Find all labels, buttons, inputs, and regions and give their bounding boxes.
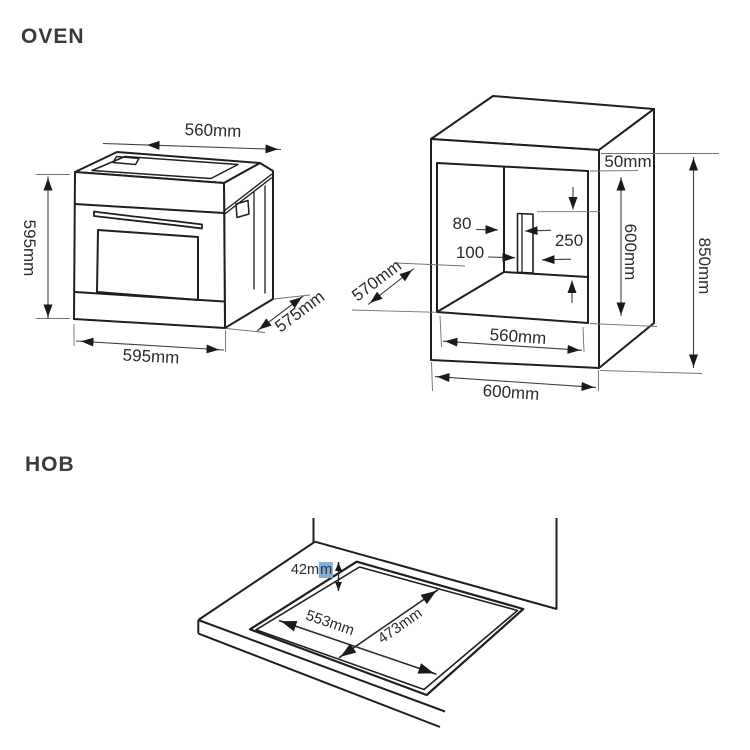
cabinet-overall-width-label: 600mm (482, 381, 540, 404)
cabinet-service-offset-label: 100 (455, 243, 485, 262)
hob-section-title: HOB (25, 453, 75, 476)
hob-worktop (197, 518, 558, 728)
cabinet-niche-height-label: 600mm (621, 223, 640, 281)
hob-dimensions (278, 562, 439, 676)
cabinet-service-gap-label: 80 (452, 214, 472, 233)
hob-rear-clearance-label: 42mm (290, 562, 334, 578)
cabinet-top-gap-label: 50mm (604, 152, 652, 171)
oven-isometric (73, 151, 274, 329)
cabinet-cutaway (430, 95, 655, 369)
hob-rear-clearance-text: 42m (290, 562, 320, 578)
oven-front-width-label: 595mm (122, 345, 180, 368)
hob-rear-clearance-highlight: m (319, 562, 334, 578)
oven-top-width-label: 560mm (184, 120, 242, 141)
oven-height-label: 595mm (20, 219, 39, 277)
cabinet-dimensions (351, 153, 719, 392)
oven-section-title: OVEN (21, 25, 85, 48)
cabinet-niche-width-label: 560mm (489, 325, 547, 348)
oven-dimensions (36, 140, 311, 354)
cabinet-service-height-label: 250 (554, 231, 584, 250)
cabinet-overall-height-label: 850mm (695, 237, 714, 295)
